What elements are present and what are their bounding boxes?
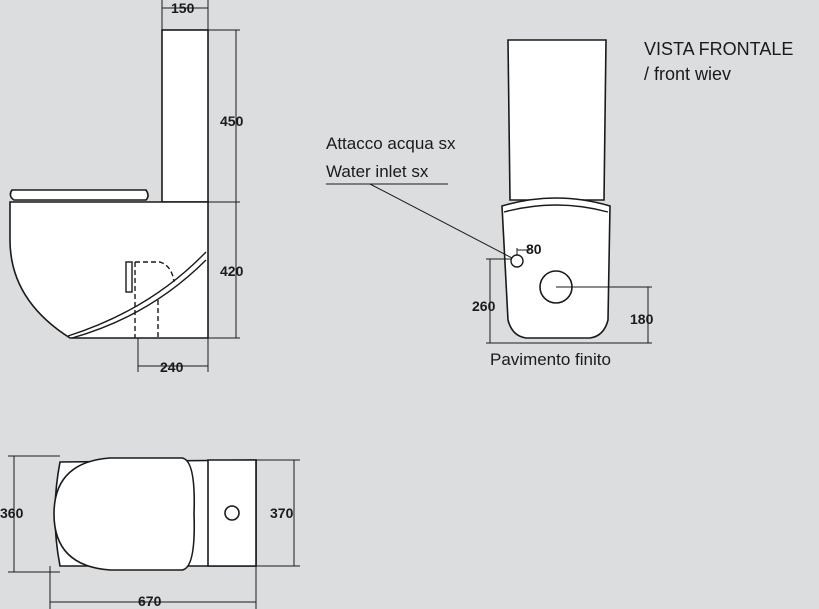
side-bowl-curve [67, 251, 207, 337]
front-tank [507, 39, 607, 201]
dim-inlet-offset: 80 [526, 241, 542, 257]
side-view: 150 450 420 240 [9, 0, 244, 375]
side-outlet-dashed [134, 261, 175, 338]
label-floor: Pavimento finito [490, 350, 611, 369]
top-seat [53, 457, 196, 571]
dim-tank-height: 450 [220, 113, 244, 129]
top-dimension-lines [8, 455, 300, 609]
side-bowl [9, 201, 209, 339]
label-inlet-it: Attacco acqua sx [326, 134, 456, 153]
front-bowl [501, 197, 611, 339]
top-view: 360 370 670 [0, 455, 300, 609]
dim-outlet-height: 180 [630, 311, 654, 327]
dim-inlet-height: 260 [472, 298, 496, 314]
top-drain-hole [224, 505, 240, 521]
view-title: VISTA FRONTALE [644, 39, 793, 59]
dim-tank-depth: 150 [171, 0, 195, 16]
dim-seat-width: 360 [0, 505, 24, 521]
dim-bowl-height: 420 [220, 263, 244, 279]
front-dimension-lines [326, 183, 652, 344]
side-seat [9, 189, 149, 201]
dim-total-length: 670 [138, 593, 162, 609]
side-dimension-lines [137, 0, 240, 372]
dim-outlet-offset: 240 [160, 359, 184, 375]
view-subtitle: / front wiev [644, 64, 731, 84]
front-view: 80 260 180 Attacco acqua sx Water inlet … [326, 39, 793, 369]
label-inlet-en: Water inlet sx [326, 162, 429, 181]
dim-base-width: 370 [270, 505, 294, 521]
side-tank [161, 29, 209, 203]
side-inlet-marker [125, 261, 133, 293]
top-tank [207, 459, 257, 567]
